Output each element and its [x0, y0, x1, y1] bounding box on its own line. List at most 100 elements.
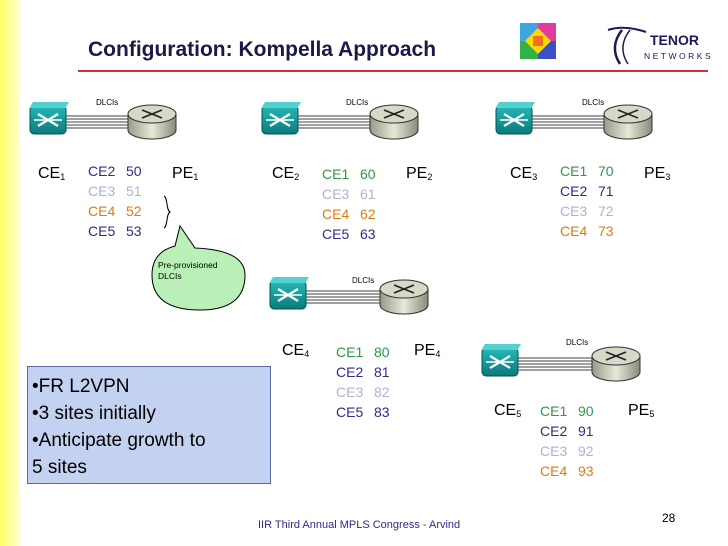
dlci-value: 80 — [374, 344, 390, 360]
dlci-row: CE4 52 — [88, 201, 156, 221]
dlci-value: 52 — [126, 203, 142, 219]
remote-ce: CE3 — [336, 384, 364, 400]
pe-router-icon — [127, 104, 177, 140]
ce-node-label: CE3 — [510, 165, 538, 182]
remote-ce: CE3 — [560, 203, 588, 219]
dlci-value: 60 — [360, 166, 376, 182]
dlci-value: 61 — [360, 186, 376, 202]
dlci-value: 51 — [126, 183, 142, 199]
dlci-row: CE2 91 — [540, 421, 608, 441]
remote-ce: CE5 — [88, 223, 116, 239]
pe-router-icon — [379, 279, 429, 315]
dlci-label: DLCIs — [346, 98, 369, 107]
remote-ce: CE5 — [322, 226, 350, 242]
dlci-row: CE2 81 — [336, 362, 404, 382]
bullet-item: •3 sites initially — [32, 403, 156, 424]
dlci-row: CE3 72 — [560, 201, 628, 221]
dlci-value: 92 — [578, 443, 594, 459]
dlci-value: 70 — [598, 163, 614, 179]
dlci-value: 81 — [374, 364, 390, 380]
remote-ce: CE1 — [540, 403, 568, 419]
pe-node-label: PE5 — [628, 402, 655, 419]
tenor-wordmark: TENOR — [650, 32, 699, 48]
dlci-value: 50 — [126, 163, 142, 179]
pe-node-label: PE1 — [172, 165, 199, 182]
bullet-item: •FR L2VPN — [32, 376, 130, 397]
remote-ce: CE1 — [322, 166, 350, 182]
dlci-value: 90 — [578, 403, 594, 419]
dlci-value: 82 — [374, 384, 390, 400]
tenor-swirl-icon — [607, 26, 647, 65]
tenor-networks-logo: TENOR NETWORKS — [600, 24, 718, 68]
dlci-value: 83 — [374, 404, 390, 420]
page-number: 28 — [662, 511, 676, 525]
ce-switch-icon — [269, 277, 309, 310]
remote-ce: CE3 — [540, 443, 568, 459]
remote-ce: CE4 — [88, 203, 116, 219]
remote-ce: CE2 — [336, 364, 364, 380]
remote-ce: CE2 — [88, 163, 116, 179]
dlci-label: DLCIs — [566, 338, 589, 347]
footer-text: IIR Third Annual MPLS Congress - Arvind — [258, 519, 461, 531]
mosaic-logo-icon — [520, 23, 556, 59]
dlci-row: CE4 93 — [540, 461, 608, 481]
ce-node-label: CE2 — [272, 165, 300, 182]
ce-node-label: CE1 — [38, 165, 66, 182]
remote-ce: CE3 — [88, 183, 116, 199]
pe-node-label: PE4 — [414, 342, 441, 359]
remote-ce: CE5 — [336, 404, 364, 420]
ce-switch-icon — [481, 344, 521, 377]
callout-text: Pre-provisioned DLCIs — [158, 260, 218, 282]
remote-ce: CE4 — [322, 206, 350, 222]
remote-ce: CE2 — [540, 423, 568, 439]
remote-ce: CE1 — [560, 163, 588, 179]
dlci-value: 91 — [578, 423, 594, 439]
ce-switch-icon — [261, 102, 301, 135]
pe-node-label: PE3 — [644, 165, 671, 182]
dlci-links — [532, 115, 604, 129]
dlci-row: CE2 50 — [88, 161, 156, 181]
pe-node-label: PE2 — [406, 165, 433, 182]
dlci-row: CE3 92 — [540, 441, 608, 461]
dlci-row: CE5 63 — [322, 224, 390, 244]
dlci-value: 63 — [360, 226, 376, 242]
remote-ce: CE1 — [336, 344, 364, 360]
ce-switch-icon — [495, 102, 535, 135]
dlci-value: 72 — [598, 203, 614, 219]
dlci-row: CE1 60 — [322, 164, 390, 184]
dlci-links — [298, 115, 370, 129]
ce-node-label: CE5 — [494, 402, 522, 419]
slide-title: Configuration: Kompella Approach — [88, 38, 437, 61]
dlci-links — [306, 290, 380, 304]
dlci-links — [66, 115, 128, 129]
dlci-value: 93 — [578, 463, 594, 479]
pe-router-icon — [369, 104, 419, 140]
remote-ce: CE4 — [560, 223, 588, 239]
summary-box: •FR L2VPN •3 sites initially •Anticipate… — [27, 366, 271, 484]
dlci-label: DLCIs — [96, 98, 119, 107]
dlci-row: CE3 51 — [88, 181, 156, 201]
dlci-value: 62 — [360, 206, 376, 222]
ce-switch-icon — [29, 102, 69, 135]
dlci-row: CE1 90 — [540, 401, 608, 421]
callout-line-1: Pre-provisioned — [158, 260, 218, 270]
remote-ce: CE4 — [540, 463, 568, 479]
networks-wordmark: NETWORKS — [644, 51, 714, 61]
dlci-row: CE1 80 — [336, 342, 404, 362]
slide-sidebar — [0, 0, 20, 546]
pe-router-icon — [603, 104, 653, 140]
callout-line-2: DLCIs — [158, 271, 182, 281]
pe-router-icon — [591, 346, 641, 382]
remote-ce: CE2 — [560, 183, 588, 199]
dlci-links — [518, 357, 592, 371]
